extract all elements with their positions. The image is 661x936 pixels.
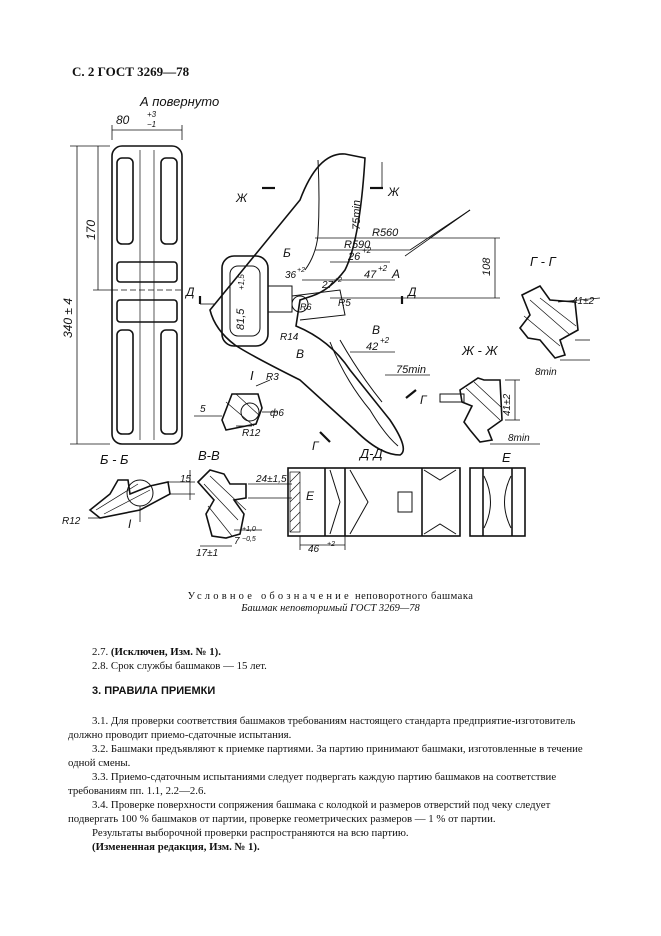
mark-b: Б xyxy=(283,246,291,260)
mark-g-left: Г xyxy=(312,439,320,453)
dim-80-tol-up: +3 xyxy=(147,110,157,119)
section-bb-label: Б - Б xyxy=(100,452,129,467)
dim-r6: R6 xyxy=(300,302,312,312)
edit-note: (Измененная редакция, Изм. № 1). xyxy=(92,841,260,853)
dim-phi6: ф6 xyxy=(270,407,284,419)
mark-zh-right: Ж xyxy=(387,185,400,199)
view-a-rotated xyxy=(111,145,183,445)
dim-r590: R590 xyxy=(344,239,371,251)
paragraph-3-1: 3.1. Для проверки соответствия башмаков … xyxy=(68,715,576,741)
dim-r12-bb: R12 xyxy=(62,516,81,527)
dim-7: 7 xyxy=(234,536,240,547)
section-dd xyxy=(287,467,461,537)
section-bb xyxy=(88,479,171,519)
dim-27-tol: +2 xyxy=(334,277,342,284)
dim-75min-top: 75min xyxy=(351,200,363,230)
mark-d-right: Д xyxy=(406,285,417,299)
dim-46-tol: +2 xyxy=(327,541,335,548)
dim-5: 5 xyxy=(200,404,206,415)
dim-47: 47 xyxy=(364,269,377,281)
dim-r3: R3 xyxy=(266,372,279,383)
dim-27: 27 xyxy=(321,280,334,291)
dim-41-zhzh: 41±2 xyxy=(502,393,513,416)
paragraph-2-7: 2.7. (Исключен, Изм. № 1). xyxy=(92,645,602,659)
dim-75min-bot: 75min xyxy=(396,364,426,376)
section-dd-label: Д-Д xyxy=(358,446,383,461)
mark-e: Е xyxy=(306,489,315,503)
caption-rest: неповоротного башмака xyxy=(354,591,474,602)
mark-v-right: В xyxy=(372,323,380,337)
dim-81-5: 81,5 xyxy=(235,308,247,330)
dim-36-tol: +2 xyxy=(297,267,305,274)
dim-36: 36 xyxy=(285,270,297,281)
detail-i-label: I xyxy=(250,368,254,383)
detail-i xyxy=(221,393,263,431)
dim-r5: R5 xyxy=(338,298,351,309)
view-e-label: Е xyxy=(502,450,511,465)
dim-r560: R560 xyxy=(372,227,399,239)
caption-spaced: Условное обозначение xyxy=(187,591,352,602)
section-3-body: 3.1. Для проверки соответствия башмаков … xyxy=(68,714,602,854)
dim-42-tol: +2 xyxy=(380,336,390,345)
dim-81-5-tol: +1,5 xyxy=(237,274,246,290)
paragraph-3-4: 3.4. Проверке поверхности сопряжения баш… xyxy=(68,799,551,825)
dim-80: 80 xyxy=(116,113,130,127)
section-zhzh-label: Ж - Ж xyxy=(461,343,498,358)
mark-d-left: Д xyxy=(184,285,195,299)
section-gg xyxy=(518,284,579,359)
dim-41-gg: 41±2 xyxy=(572,296,595,307)
dim-17: 17±1 xyxy=(196,548,218,559)
paragraph-3-3: 3.3. Приемо-сдаточным испытаниями следуе… xyxy=(68,771,557,797)
dim-47-tol: +2 xyxy=(378,264,388,273)
dim-42: 42 xyxy=(366,341,378,353)
mark-a: А xyxy=(391,267,400,281)
dim-46: 46 xyxy=(308,544,320,555)
mark-zh-left: Ж xyxy=(235,191,248,205)
section-vv xyxy=(196,469,247,539)
main-view xyxy=(209,153,405,456)
dim-8min-zhzh: 8min xyxy=(508,433,530,444)
mark-g-right: Г xyxy=(420,393,428,407)
dim-108: 108 xyxy=(481,257,493,276)
figure-caption: Условное обозначение неповоротного башма… xyxy=(0,591,661,602)
paragraph-3-2: 3.2. Башмаки предъявляют к приемке парти… xyxy=(68,743,583,769)
dim-8min-gg: 8min xyxy=(535,367,557,378)
paragraph-3-4-results: Результаты выборочной проверки распростр… xyxy=(92,827,409,839)
mark-v-left: В xyxy=(296,347,304,361)
p27-text: (Исключен, Изм. № 1). xyxy=(110,646,221,658)
dim-24: 24±1,5 xyxy=(255,474,287,485)
dim-r14: R14 xyxy=(280,332,299,343)
page-header: С. 2 ГОСТ 3269—78 xyxy=(72,64,190,79)
dim-26: 26 xyxy=(347,251,361,263)
section-zhzh xyxy=(439,377,503,443)
dim-r12-detail: R12 xyxy=(242,428,261,439)
dim-170: 170 xyxy=(84,220,98,240)
section-3-title: 3. ПРАВИЛА ПРИЕМКИ xyxy=(92,685,216,697)
section-vv-label: В-В xyxy=(198,448,220,463)
mark-i-small: I xyxy=(128,517,132,531)
dim-7-tol-up: +1,0 xyxy=(242,526,256,533)
dim-340: 340 ± 4 xyxy=(61,298,75,338)
dim-26-tol: +2 xyxy=(362,246,372,255)
p27-num: 2.7. xyxy=(92,646,109,658)
figure-caption-designation: Башмак неповторимый ГОСТ 3269—78 xyxy=(241,603,420,614)
section-gg-label: Г - Г xyxy=(530,254,557,269)
dim-80-tol-dn: −1 xyxy=(147,120,156,129)
view-title: А повернуто xyxy=(139,94,219,109)
dim-15: 15 xyxy=(180,474,192,485)
dim-7-tol-dn: −0,5 xyxy=(242,536,256,543)
technical-drawing: А повернуто 80 +3 −1 170 340 ± 4 Ж Ж 75m… xyxy=(61,94,601,559)
view-e xyxy=(469,467,526,537)
paragraph-2-8: 2.8. Срок службы башмаков — 15 лет. xyxy=(92,660,267,672)
